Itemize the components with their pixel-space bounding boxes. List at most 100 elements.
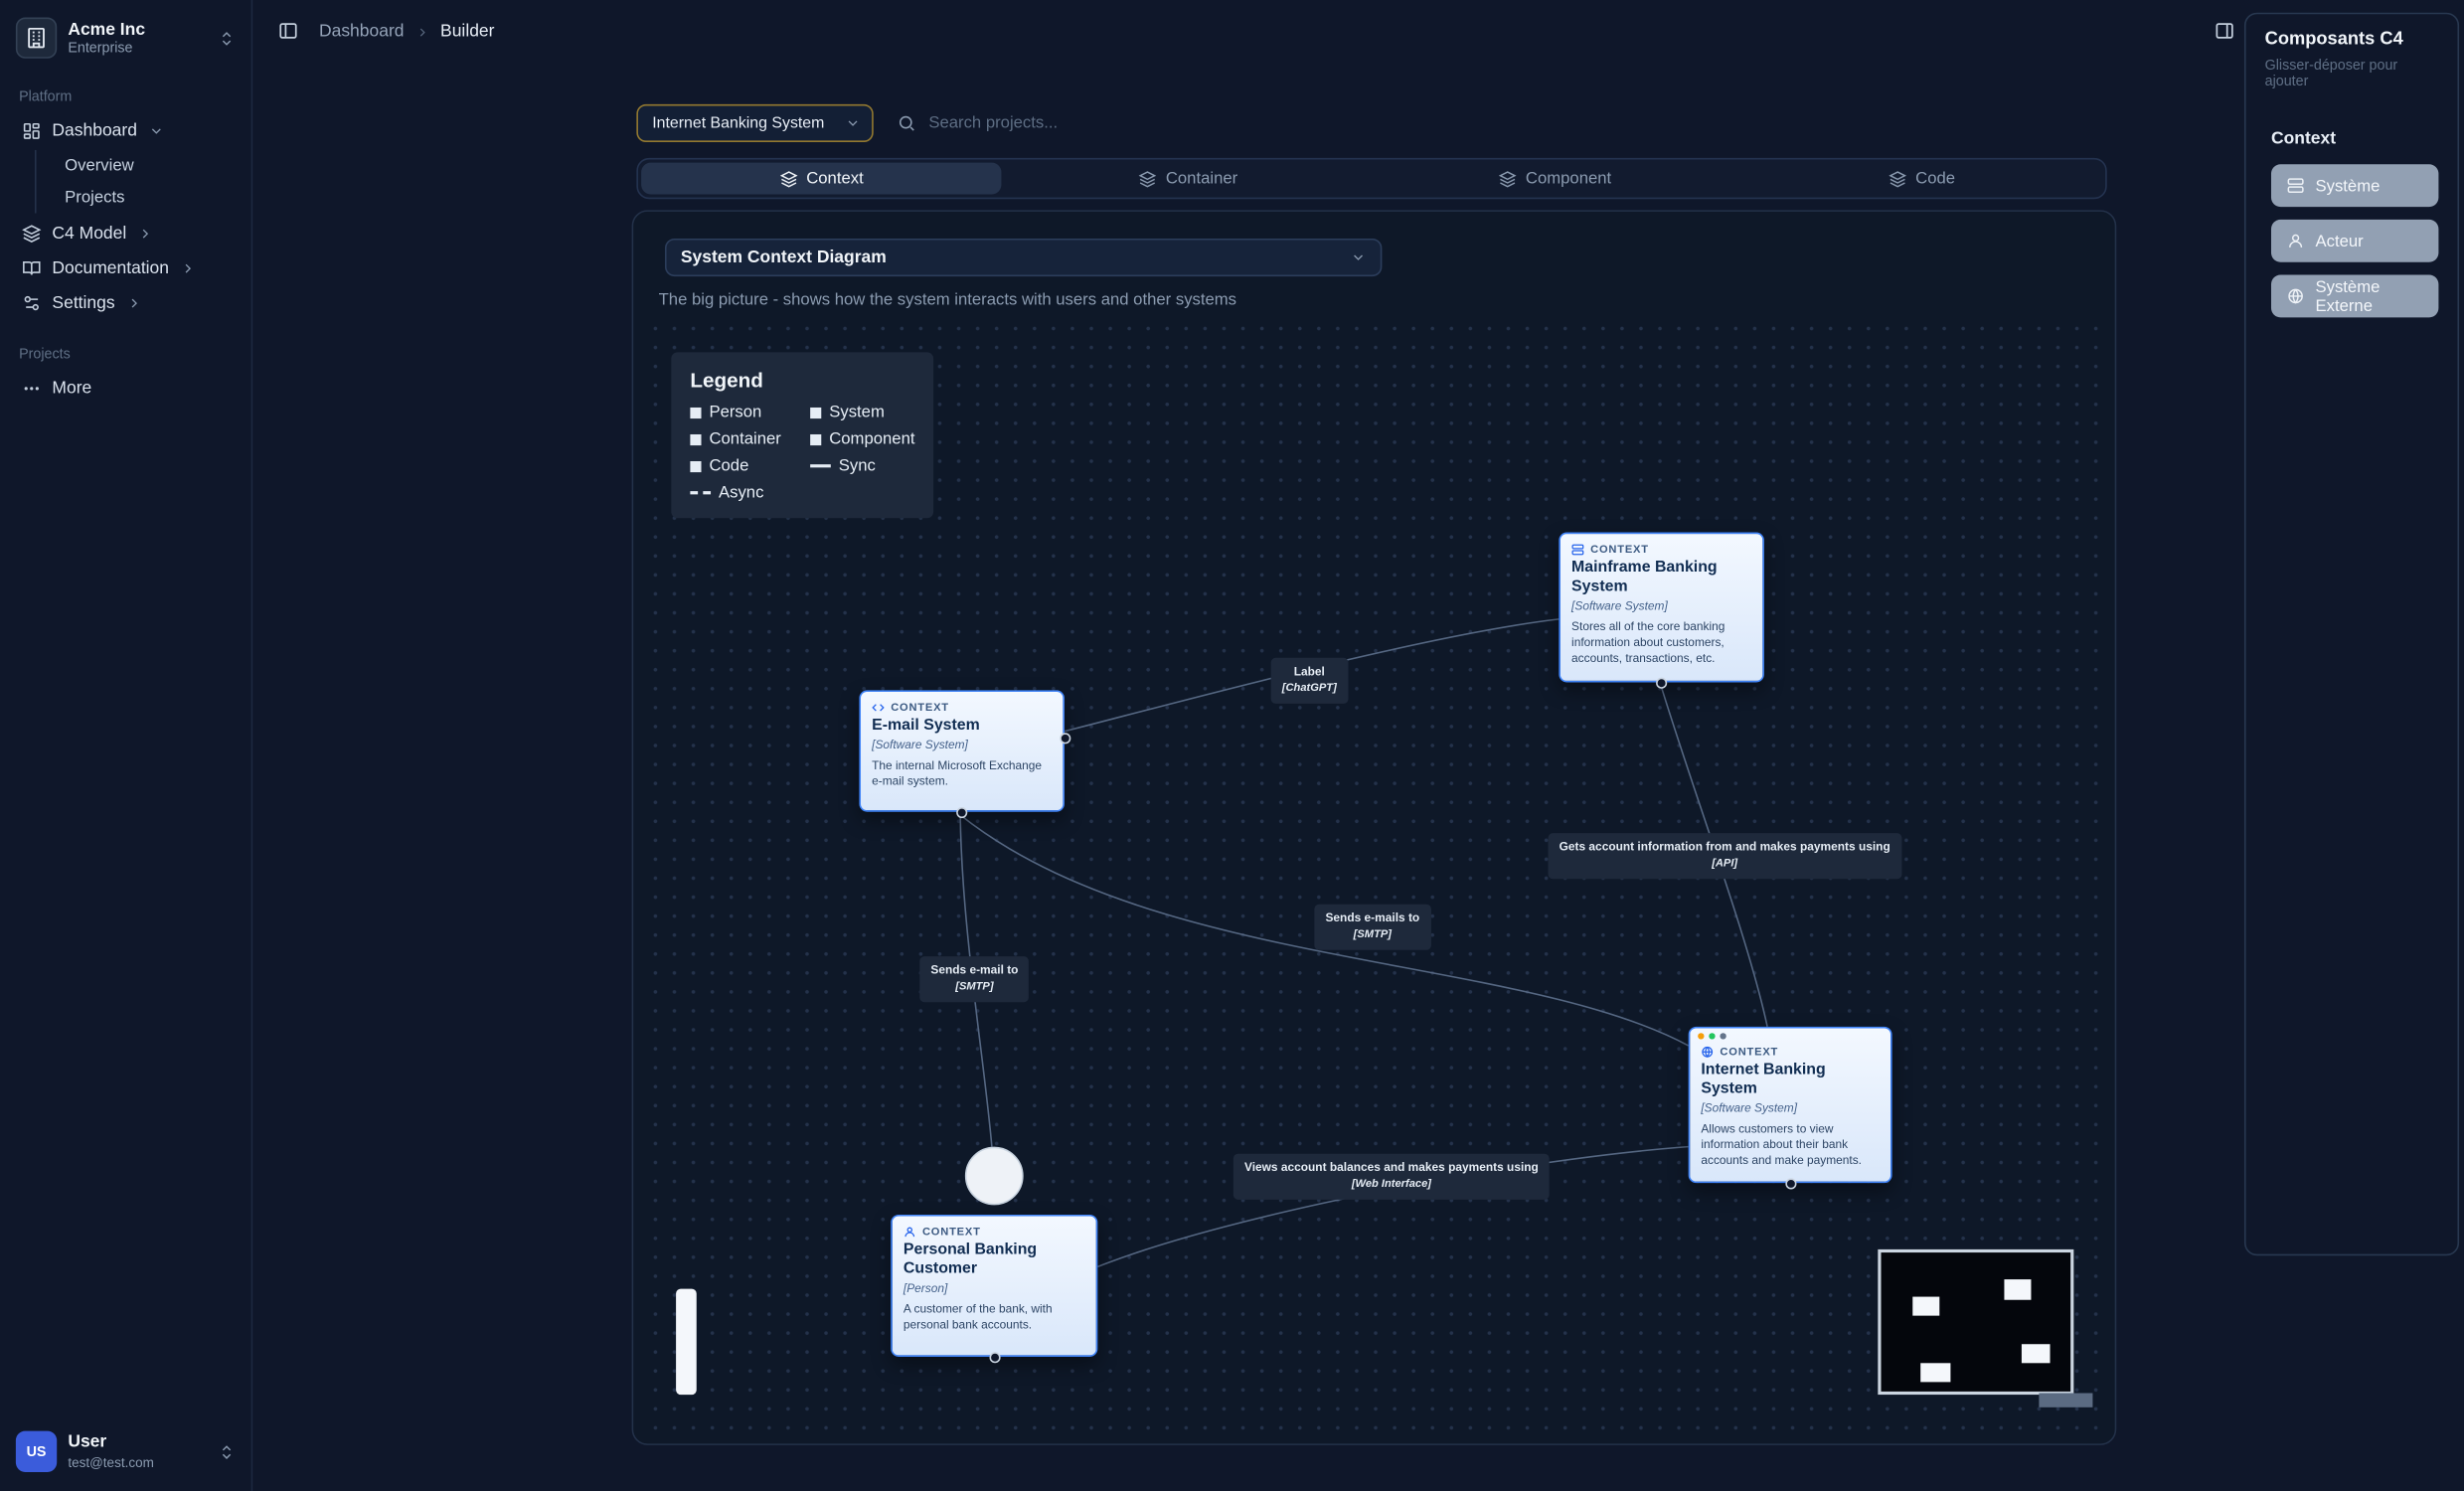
node-tag: [Software System] [872,738,968,752]
tab-component[interactable]: Component [1375,163,1735,195]
legend-item-sync: Sync [810,456,914,475]
legend-item-async: Async [690,483,810,502]
horizontal-scrollbar[interactable] [2039,1393,2093,1408]
chevron-down-icon [148,123,164,139]
search-icon [898,113,916,132]
palette-item-acteur[interactable]: Acteur [2270,219,2439,262]
minimap-node [2021,1344,2051,1364]
container-swatch [690,433,702,445]
action-dot-green[interactable] [1709,1033,1716,1040]
edge-label-chatgpt[interactable]: Label [ChatGPT] [1270,657,1348,704]
org-switcher[interactable]: Acme Inc Enterprise [13,13,239,64]
breadcrumb: Dashboard Builder [319,22,495,41]
diagram-type-selector[interactable]: System Context Diagram [664,238,1383,277]
component-swatch [810,433,822,445]
node-description: Stores all of the core banking informati… [1571,618,1725,666]
sidebar-item-label: Documentation [52,257,170,277]
dashboard-submenu: Overview Projects [34,149,239,214]
node-mainframe-banking-system[interactable]: CONTEXT Mainframe Banking System [Softwa… [1559,532,1764,689]
connection-handle[interactable] [1784,1178,1796,1190]
node-title: Personal Banking Customer [903,1241,1038,1278]
sidebar-item-c4-model[interactable]: C4 Model [13,217,239,251]
globe-icon [2287,287,2304,304]
tab-label: Container [1165,169,1238,189]
node-kind: CONTEXT [1720,1046,1779,1058]
layers-icon [1889,170,1906,187]
connection-handle[interactable] [1656,677,1668,689]
edge-label-web-interface[interactable]: Views account balances and makes payment… [1232,1153,1550,1200]
project-selector-value: Internet Banking System [652,114,825,132]
code-swatch [690,460,702,472]
sidebar-item-label: Settings [52,292,115,312]
node-kind: CONTEXT [1590,544,1649,556]
tab-container[interactable]: Container [1008,163,1369,195]
minimap-node [1912,1296,1940,1316]
components-panel-title: Composants C4 [2264,30,2403,50]
legend-item-system: System [810,403,914,421]
components-panel-subtitle: Glisser-déposer pour ajouter [2264,57,2398,88]
async-line-swatch [690,491,712,495]
tab-code[interactable]: Code [1741,163,2102,195]
chevron-right-icon [126,295,142,311]
node-kind: CONTEXT [921,1226,981,1238]
panel-left-toggle-icon[interactable] [278,21,299,42]
person-icon [2287,233,2304,249]
person-icon [903,1226,916,1239]
tab-label: Component [1525,169,1612,189]
chevron-right-icon [137,226,153,242]
minimap[interactable] [1878,1248,2074,1396]
layers-icon [779,170,797,187]
zoom-controls[interactable] [676,1288,697,1396]
node-tag: [Software System] [1701,1100,1798,1115]
book-open-icon [22,259,41,278]
panel-right-toggle-icon[interactable] [2215,21,2235,42]
breadcrumb-dashboard[interactable]: Dashboard [318,22,405,42]
node-action-dots[interactable] [1698,1033,1726,1040]
action-dot-gray[interactable] [1720,1033,1726,1040]
chevrons-up-down-icon [218,1443,235,1460]
palette-item-systeme-externe[interactable]: Système Externe [2270,274,2439,318]
sidebar-item-more[interactable]: More [13,371,239,406]
project-selector[interactable]: Internet Banking System [636,103,874,143]
sidebar-item-settings[interactable]: Settings [13,286,239,321]
diagram-subtitle: The big picture - shows how the system i… [658,290,1237,310]
chevron-down-icon [1351,249,1367,265]
node-internet-banking-system[interactable]: CONTEXT Internet Banking System [Softwar… [1688,1026,1892,1190]
tab-context[interactable]: Context [641,162,1002,195]
diagram-level-tabs: Context Container Component Code [636,157,2107,200]
node-title: Mainframe Banking System [1571,559,1718,596]
node-email-system[interactable]: CONTEXT E-mail System [Software System] … [859,690,1071,819]
sidebar-item-label: More [52,378,92,398]
layers-icon [22,225,42,244]
palette-item-systeme[interactable]: Système [2270,164,2439,208]
sidebar-item-projects[interactable]: Projects [65,188,125,208]
connection-handle[interactable] [1060,733,1071,745]
node-tag: [Software System] [1571,598,1668,613]
chevron-right-icon [180,260,196,276]
person-head-shape[interactable] [964,1146,1024,1206]
user-email: test@test.com [68,1453,154,1470]
sidebar-item-documentation[interactable]: Documentation [13,251,239,286]
tab-label: Code [1915,169,1956,189]
layout-dashboard-icon [22,121,41,140]
search-input[interactable] [928,113,1198,133]
diagram-type-value: System Context Diagram [680,248,887,267]
building-icon [15,17,58,59]
connection-handle[interactable] [956,806,968,819]
edge-label-smtp-email[interactable]: Sends e-mail to [SMTP] [919,956,1030,1003]
edge-label-api[interactable]: Gets account information from and makes … [1548,833,1901,880]
edge-label-smtp-emails[interactable]: Sends e-mails to [SMTP] [1314,904,1431,950]
node-description: The internal Microsoft Exchange e-mail s… [872,757,1043,789]
node-personal-banking-customer[interactable]: CONTEXT Personal Banking Customer [Perso… [891,1214,1098,1364]
legend-title: Legend [690,368,763,393]
user-name: User [68,1432,107,1452]
connection-handle[interactable] [988,1352,1000,1364]
user-menu[interactable]: US User test@test.com [13,1424,239,1478]
org-plan: Enterprise [68,39,133,56]
action-dot-amber[interactable] [1698,1033,1705,1040]
node-tag: [Person] [903,1280,948,1295]
sidebar-item-overview[interactable]: Overview [65,156,134,176]
sidebar-item-dashboard[interactable]: Dashboard [13,113,239,148]
minimap-node [2004,1279,2032,1300]
legend-item-component: Component [810,429,915,448]
